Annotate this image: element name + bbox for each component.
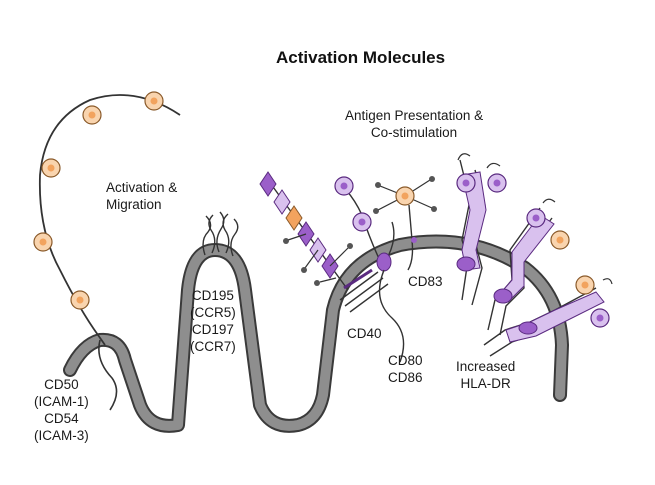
label-cd40: CD40 (347, 326, 382, 341)
label-antigen-presentation: Antigen Presentation & Co-stimulation (345, 108, 484, 140)
label-activation-migration: Activation & Migration (106, 180, 178, 212)
adhesion-molecule-arc (33, 91, 181, 411)
cd80-cd86-molecule (334, 176, 405, 363)
hla-dr-molecules (456, 153, 613, 357)
label-cd80-cd86: CD80 CD86 (388, 353, 423, 385)
label-adhesion-molecules: CD50 (ICAM-1) CD54 (ICAM-3) (34, 377, 89, 443)
cd83-molecule (373, 176, 437, 271)
label-chemokine-receptors: CD195 (CCR5) CD197 (CCR7) (190, 288, 236, 354)
chemokine-receptor-squiggles (202, 211, 239, 257)
diamond-chain-molecule (259, 171, 373, 291)
cell-membrane (63, 234, 569, 433)
cd40-molecule (339, 271, 389, 313)
label-hla-dr: Increased HLA-DR (456, 359, 516, 391)
diagram-title: Activation Molecules (276, 48, 446, 67)
label-cd83: CD83 (408, 274, 443, 289)
